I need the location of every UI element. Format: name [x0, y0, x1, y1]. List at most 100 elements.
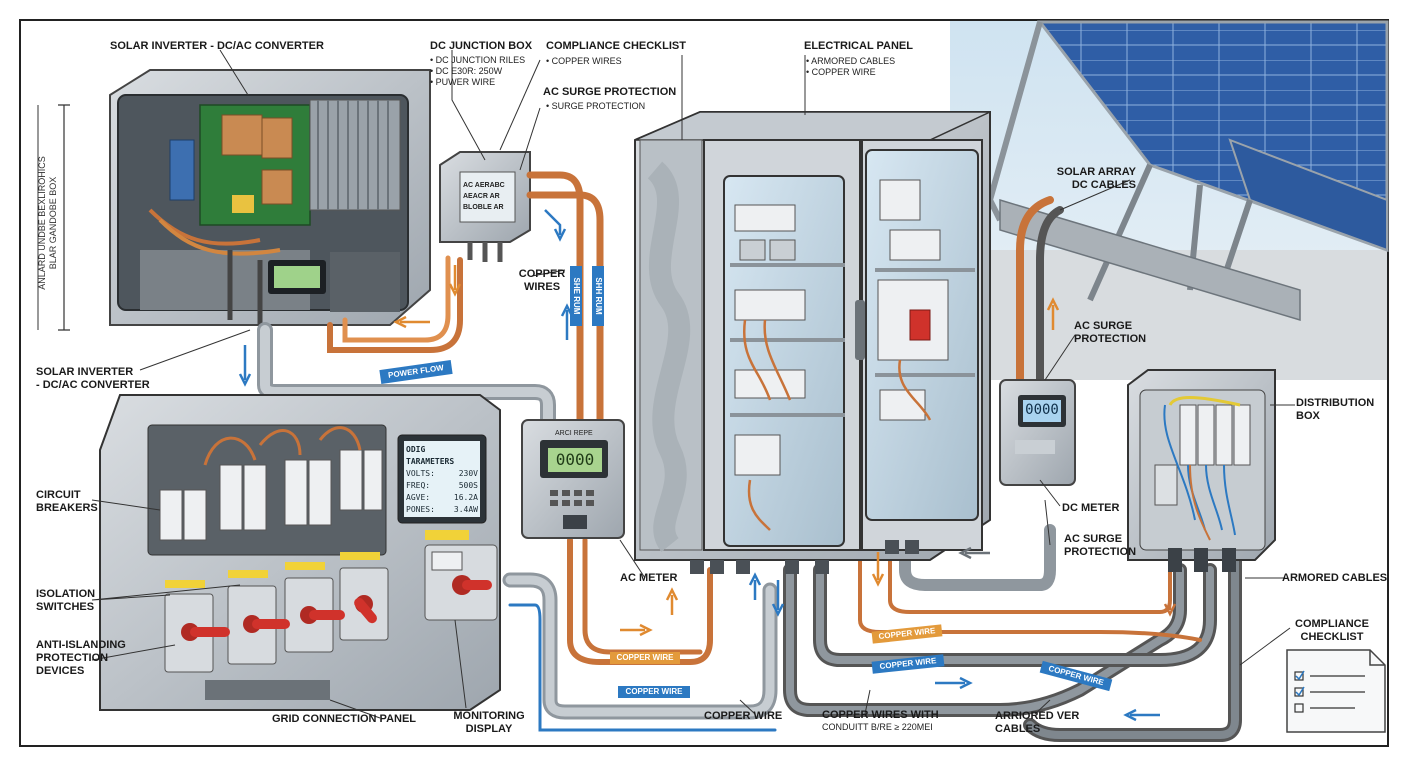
dc-meter-screen [1023, 400, 1061, 422]
label-ac-surge-low: AC SURGE PROTECTION [1064, 533, 1136, 559]
cable-tag-text: SHE RUM [572, 277, 581, 315]
solar-inverter [37, 69, 431, 331]
label-monitoring-line2: DISPLAY [465, 723, 513, 735]
cable-tag-text: COPPER WIRE [625, 687, 683, 696]
grid-display-key: AGVE: [406, 493, 431, 502]
grid-display-key: PONES: [406, 505, 435, 514]
label-jbox-note2: • DC E30R: 250W [430, 66, 503, 76]
grid-display-value: 230V [458, 469, 478, 478]
roof-surface [950, 250, 1387, 380]
label-jbox-note1: • DC JUNCTION RILES [430, 55, 526, 65]
label-inverter-bottom: SOLAR INVERTER - DC/AC CONVERTER [36, 366, 150, 392]
electrical-panel [634, 111, 991, 574]
cable-tag-text: COPPER WIRE [616, 653, 674, 662]
inverter-lcd-screen [274, 266, 320, 288]
label-anti-islanding-line1: ANTI-ISLANDING [36, 639, 126, 651]
label-electrical-panel-note1: • ARMORED CABLES [806, 56, 896, 66]
label-distribution-line2: BOX [1296, 410, 1320, 422]
grid-display-row: AGVE: 16.2A [406, 492, 478, 504]
label-compliance-checklist: COMPLIANCE CHECKLIST [1290, 618, 1374, 644]
cable-runs [257, 171, 1242, 742]
flow-arrows [238, 209, 1177, 722]
label-inverter-side-line1: ANLARD UNDBE BEXLIROHICS [37, 156, 47, 290]
grid-display-row: PONES: 3.4AW [406, 504, 478, 516]
label-ac-surge-top-note: • SURGE PROTECTION [546, 101, 646, 111]
isolation-switch-bank [164, 552, 389, 673]
label-arriored-line1: ARRIORED VER [995, 710, 1080, 722]
ac-meter-top-label: ARCI REPE [555, 430, 593, 437]
junction-box-face-line3: BLOBLE AR [463, 204, 504, 211]
label-anti-islanding-line3: DEVICES [36, 665, 85, 677]
label-ac-surge-right-line2: PROTECTION [1074, 333, 1147, 345]
label-armored-cables: ARMORED CABLES [1282, 572, 1388, 584]
grid-display-value: 3.4AW [453, 505, 478, 514]
label-compliance-br-line1: COMPLIANCE [1295, 618, 1369, 630]
label-solar-array-line1: SOLAR ARRAY [1056, 166, 1136, 178]
label-distribution-box: DISTRIBUTION BOX [1296, 397, 1374, 423]
label-copper-wires: COPPER WIRES [512, 268, 572, 294]
label-inverter-bottom-line1: SOLAR INVERTER [36, 366, 134, 378]
ac-meter-screen [548, 448, 602, 472]
label-ac-surge-right: AC SURGE PROTECTION [1074, 320, 1146, 346]
frame-border [19, 19, 1389, 747]
grid-connection-panel [99, 394, 501, 711]
label-copper-with-line2: CONDUITT B/RE ≥ 220MEI [822, 722, 933, 732]
label-jbox-note3: • PUWER WIRE [430, 77, 496, 87]
grid-display-row: FREQ: 500S [406, 480, 478, 492]
label-electrical-panel-note2: • COPPER WIRE [806, 67, 876, 77]
label-compliance-top-note: • COPPER WIRES [546, 56, 622, 66]
junction-box-face-line2: AEACR AR [463, 193, 500, 200]
label-solar-array-line2: DC CABLES [1071, 179, 1136, 191]
label-copper-wires-with: COPPER WIRES WITH CONDUITT B/RE ≥ 220MEI [822, 709, 939, 733]
label-electrical-panel: ELECTRICAL PANEL [804, 40, 913, 52]
checklist-document [1286, 649, 1386, 733]
label-ac-surge-low-line1: AC SURGE [1064, 533, 1123, 545]
label-ac-surge-low-line2: PROTECTION [1064, 546, 1137, 558]
label-inverter-bottom-line2: - DC/AC CONVERTER [36, 379, 150, 391]
label-copper-with-line1: COPPER WIRES WITH [822, 709, 939, 721]
dc-meter-reading: 0000 [1025, 402, 1059, 418]
label-circuit-breakers-line1: CIRCUIT [36, 489, 81, 501]
label-monitoring-line1: MONITORING [453, 710, 525, 722]
cable-tag-copper-2: COPPER WIRE [618, 686, 690, 698]
leader-lines [91, 49, 1295, 719]
grid-display-value: 500S [458, 481, 478, 490]
label-ac-surge-right-line1: AC SURGE [1074, 320, 1133, 332]
dc-meter [999, 379, 1076, 486]
label-dc-meter: DC METER [1062, 502, 1120, 514]
heatsink [309, 99, 401, 211]
label-solar-array: SOLAR ARRAY DC CABLES [1050, 166, 1136, 192]
grid-display-screen [404, 441, 480, 517]
label-inverter-side-line2: BLAR GANDOBE BOX [48, 176, 58, 270]
grid-display-key: VOLTS: [406, 469, 435, 478]
label-dc-junction-box: DC JUNCTION BOX [430, 40, 533, 52]
label-copper-wires-line1: COPPER [518, 268, 566, 280]
grid-display-value: 16.2A [453, 493, 478, 502]
label-circuit-breakers-line2: BREAKERS [36, 502, 98, 514]
label-anti-islanding-line2: PROTECTION [36, 652, 109, 664]
label-compliance-br-line2: CHECKLIST [1300, 631, 1364, 643]
label-arriored-cables: ARRIORED VER CABLES [995, 710, 1079, 736]
grid-display-row: VOLTS: 230V [406, 468, 478, 480]
label-compliance-top: COMPLIANCE CHECKLIST [546, 40, 686, 52]
label-ac-surge-top: AC SURGE PROTECTION [543, 86, 677, 98]
junction-box-face [459, 171, 516, 223]
cable-tag-copper-1: COPPER WIRE [610, 652, 680, 664]
label-distribution-line1: DISTRIBUTION [1296, 397, 1375, 409]
label-isolation-line1: ISOLATION [36, 588, 96, 600]
junction-box-face-line1: AC AERABC [463, 182, 505, 189]
label-isolation-line2: SWITCHES [36, 601, 95, 613]
grid-display-key: FREQ: [406, 481, 431, 490]
cable-tag-text: SHH RUM [594, 277, 603, 315]
dc-junction-box [439, 151, 531, 262]
label-copper-wire-bottom: COPPER WIRE [704, 710, 783, 722]
ac-meter [521, 419, 625, 539]
label-monitoring-display: MONITORING DISPLAY [452, 710, 526, 736]
label-anti-islanding: ANTI-ISLANDING PROTECTION DEVICES [36, 639, 126, 678]
label-arriored-line2: CABLES [995, 723, 1041, 735]
label-copper-wires-line2: WIRES [523, 281, 561, 293]
label-ac-meter: AC METER [620, 572, 678, 584]
ac-meter-reading: 0000 [555, 450, 595, 469]
